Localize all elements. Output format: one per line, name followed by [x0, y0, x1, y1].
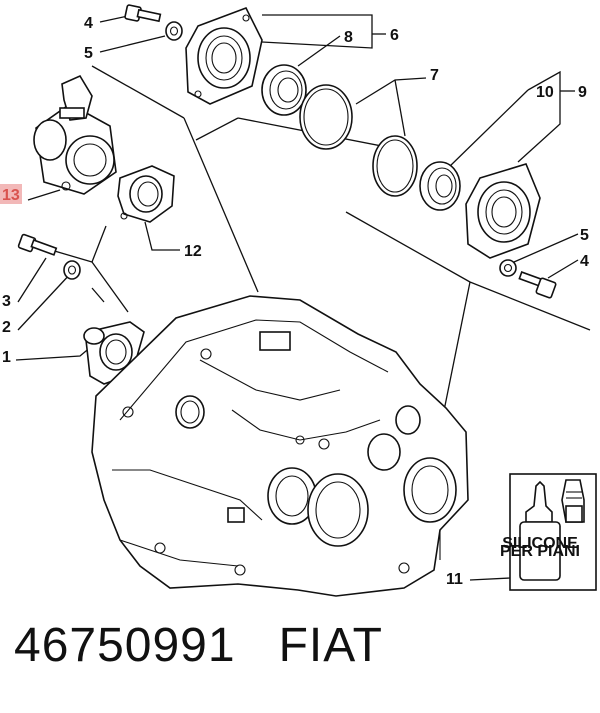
washer-part [165, 21, 183, 41]
callout-12: 12 [184, 243, 202, 260]
callout-7: 7 [430, 67, 439, 84]
callout-4-top: 4 [84, 15, 93, 32]
bolt-part [124, 4, 162, 23]
callout-13: 13 [2, 187, 20, 204]
part-number-caption: 46750991 FIAT [14, 619, 383, 672]
callout-2: 2 [2, 319, 11, 336]
sealant-label-line2: PER PIANI [500, 543, 580, 560]
callout-10: 10 [536, 84, 554, 101]
seal-ring-part [419, 161, 461, 211]
callout-8: 8 [344, 29, 353, 46]
callout-3: 3 [2, 293, 11, 310]
seal-ring-part [261, 64, 307, 116]
callout-1: 1 [2, 349, 11, 366]
bolt-part [518, 271, 557, 299]
sealant-box: SILICONE PER PIANI [500, 473, 597, 591]
callout-5-top: 5 [84, 45, 93, 62]
callout-9: 9 [578, 84, 587, 101]
gearbox-housing-part [91, 295, 469, 597]
flange-cover-part [185, 6, 263, 105]
bolt-part [17, 233, 58, 256]
washer-part [499, 259, 517, 277]
guide-plate-part [117, 165, 175, 223]
callout-11: 11 [446, 571, 463, 588]
callout-numbers: 4 5 6 8 7 10 9 5 4 13 12 3 2 1 11 [0, 15, 589, 588]
o-ring-part [299, 84, 353, 150]
washer-part [63, 260, 81, 280]
callout-5-right: 5 [580, 227, 589, 244]
callout-13-highlight [0, 184, 22, 204]
release-bearing-part [33, 74, 117, 195]
callout-6: 6 [390, 27, 399, 44]
callout-4-right: 4 [580, 253, 589, 270]
o-ring-part [372, 135, 418, 197]
leader-lines [15, 14, 591, 581]
sealant-label-line1: SILICONE [502, 535, 578, 552]
flange-cover-part [465, 163, 541, 259]
